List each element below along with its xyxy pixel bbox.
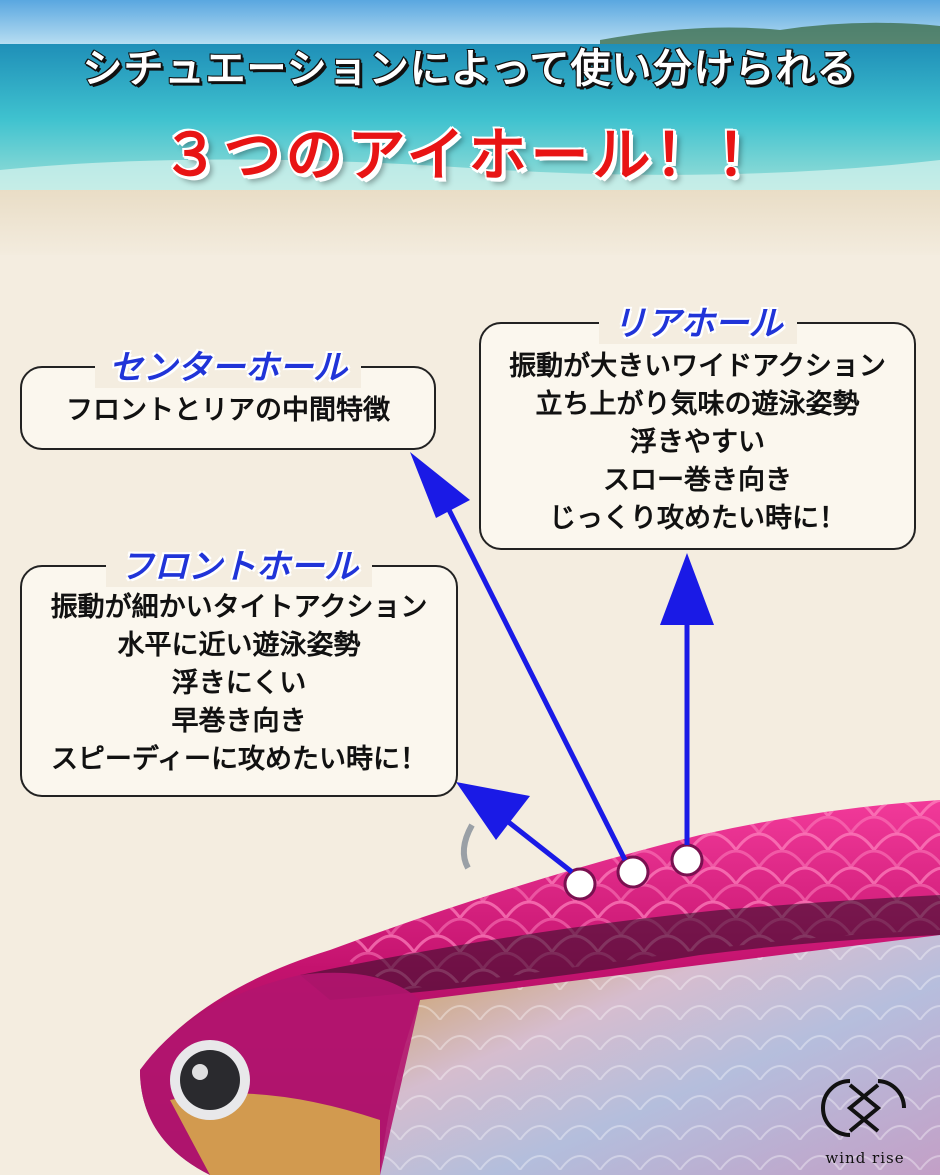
rear-line-1: 振動が大きいワイドアクション (509, 351, 886, 382)
arrows (410, 452, 714, 874)
brand-name: wind rise (825, 1149, 905, 1167)
center-line-1: フロントとリアの中間特徴 (66, 395, 390, 426)
front-line-3: 浮きにくい (171, 668, 307, 699)
front-line-1: 振動が細かいタイトアクション (50, 592, 428, 623)
headline-line1: シチュエーションによって使い分けられる (82, 45, 858, 93)
center-hole-callout: センターホール フロントとリアの中間特徴 (20, 347, 436, 450)
center-arrow (435, 486, 628, 862)
rear-hole (670, 843, 704, 877)
front-hole (563, 867, 597, 901)
wind-rise-logo-icon (821, 1079, 906, 1137)
rear-line-3: 浮きやすい (630, 427, 765, 458)
rear-hole-title: リアホール (598, 303, 797, 345)
brand: wind rise (810, 1075, 920, 1167)
headline-line2: ３つのアイホール！！ (160, 120, 779, 191)
lure-eye-icon (170, 1040, 250, 1120)
front-line-5: スピーディーに攻めたい時に！ (50, 744, 428, 775)
front-hole-callout: フロントホール 振動が細かいタイトアクション 水平に近い遊泳姿勢 浮きにくい 早… (20, 546, 458, 797)
center-hole-title: センターホール (95, 347, 361, 389)
line-ring (460, 823, 475, 870)
center-arrow-head-icon (410, 452, 470, 518)
rear-hole-callout: リアホール 振動が大きいワイドアクション 立ち上がり気味の遊泳姿勢 浮きやすい … (479, 303, 916, 550)
front-hole-title: フロントホール (106, 546, 372, 588)
rear-arrow-head-icon (660, 553, 714, 625)
front-arrow-head-icon (456, 782, 530, 840)
rear-line-5: じっくり攻めたい時に！ (549, 503, 846, 534)
front-line-4: 早巻き向き (171, 706, 307, 737)
eye-holes (563, 843, 704, 901)
rear-line-2: 立ち上がり気味の遊泳姿勢 (535, 389, 860, 420)
rear-line-4: スロー巻き向き (603, 465, 792, 496)
center-hole (616, 855, 650, 889)
front-line-2: 水平に近い遊泳姿勢 (117, 630, 361, 661)
